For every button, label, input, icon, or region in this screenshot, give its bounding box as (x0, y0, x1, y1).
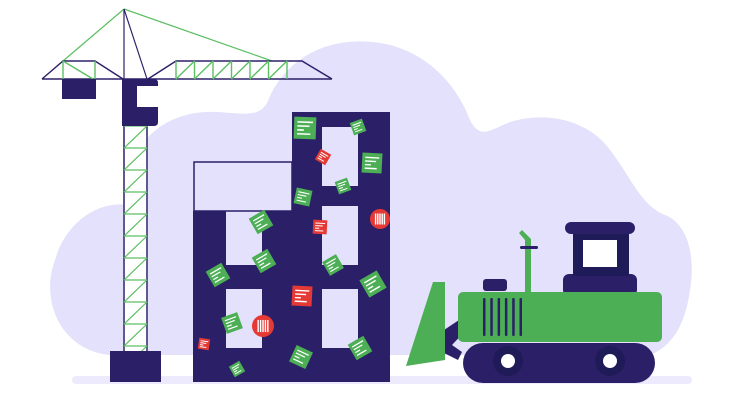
bulldozer (406, 222, 662, 383)
jib-diagonal (268, 60, 288, 80)
grille-slot (504, 298, 508, 336)
error-badge-icon (370, 209, 390, 229)
mast-diagonal (123, 323, 148, 347)
wheel-hub (603, 354, 617, 368)
crane-base (110, 351, 161, 382)
jib-diagonal (175, 60, 195, 80)
mast-diagonal (123, 235, 148, 259)
mast-diagonal (123, 301, 148, 325)
error-document-icon (314, 148, 332, 166)
document-icon (347, 335, 373, 361)
window (322, 206, 358, 265)
jib-diagonal (231, 60, 251, 80)
crane-cables (62, 8, 273, 80)
grille-slot (519, 298, 522, 336)
exhaust-ring (520, 246, 538, 249)
document-icon (205, 262, 231, 288)
wheel-hub (501, 354, 515, 368)
cab-base (563, 274, 637, 296)
cab-roof (565, 222, 635, 234)
engine-cap (483, 279, 507, 291)
document-icon (361, 152, 383, 174)
error-badge-icon (252, 315, 274, 337)
grille-slot (512, 298, 515, 336)
mast-diagonal (123, 213, 148, 237)
document-icon (289, 345, 313, 369)
document-icon (349, 118, 367, 136)
bulldozer-track (463, 343, 655, 383)
building (193, 112, 390, 382)
jib-diagonal (249, 60, 269, 80)
tower-crane (41, 8, 333, 382)
jib-diagonal (212, 60, 232, 80)
window (322, 289, 358, 348)
error-document-icon (197, 337, 211, 351)
document-icon (221, 312, 243, 334)
document-icon (248, 209, 274, 235)
mast-diagonal (123, 257, 148, 281)
document-icon (228, 360, 246, 378)
crane-counterweight (62, 79, 96, 99)
document-icon (334, 177, 352, 195)
grille-slot (497, 298, 501, 336)
bulldozer-blade (406, 282, 445, 366)
exhaust-pipe (519, 230, 531, 292)
error-document-icon (291, 285, 313, 307)
document-icon (293, 116, 317, 140)
engine-grille (483, 298, 522, 336)
jib-diagonal (194, 60, 214, 80)
grille-slot (483, 298, 486, 336)
cab-window (583, 240, 617, 267)
document-icon (293, 187, 313, 207)
document-icon (251, 248, 277, 274)
mast-diagonal (123, 125, 148, 149)
error-document-icon (312, 219, 328, 235)
crane-mast (123, 125, 148, 369)
crane-cab (122, 79, 158, 126)
mast-diagonal (123, 147, 148, 171)
document-icon (322, 254, 344, 276)
building-outline (193, 161, 293, 212)
bulldozer-body (458, 292, 662, 342)
mast-diagonal (123, 279, 148, 303)
document-icon (359, 270, 387, 298)
grille-slot (490, 298, 493, 336)
mast-diagonal (123, 191, 148, 215)
mast-diagonal (123, 169, 148, 193)
crane-jib (41, 60, 333, 80)
